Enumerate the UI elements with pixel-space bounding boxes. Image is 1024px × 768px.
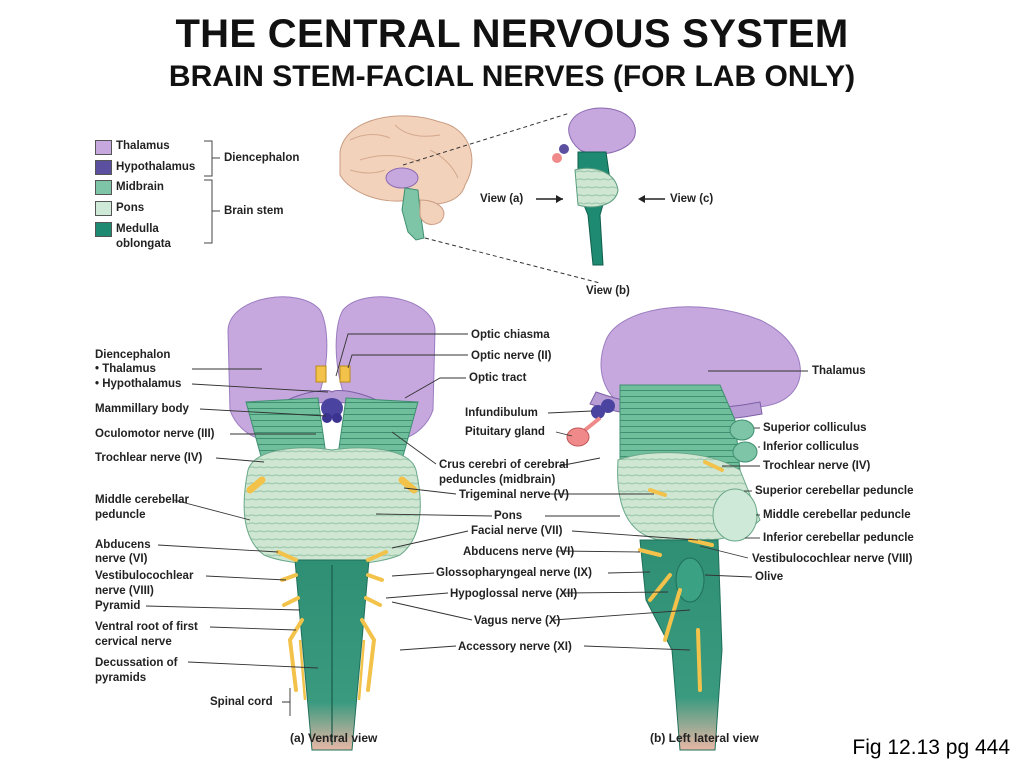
label-superior-colliculus: Superior colliculus: [763, 422, 867, 434]
small-brainstem-illustration: [552, 107, 636, 266]
brain-inset-illustration: [339, 115, 473, 241]
view-c-label: View (c): [670, 193, 714, 205]
legend-label-midbrain: Midbrain: [116, 181, 164, 193]
label-pons: Pons: [494, 510, 523, 522]
label-decussation-2: pyramids: [95, 672, 147, 684]
label-optic-chiasma: Optic chiasma: [471, 329, 550, 341]
label-infundibulum: Infundibulum: [465, 407, 538, 419]
label-vestibulocochlear-lateral: Vestibulocochlear nerve (VIII): [752, 553, 913, 565]
label-trochlear-nerve-lateral: Trochlear nerve (IV): [763, 460, 871, 472]
view-b-label: View (b): [586, 285, 630, 297]
lateral-view-illustration: [566, 306, 801, 751]
legend-group-diencephalon: Diencephalon: [224, 152, 300, 164]
legend-label-hypothalamus: Hypothalamus: [116, 161, 196, 173]
view-a-label: View (a): [480, 193, 524, 205]
label-crus-cerebri: Crus cerebri of cerebral: [439, 459, 569, 471]
legend-label-medulla: Medulla: [116, 223, 159, 235]
legend-label-thalamus: Thalamus: [116, 140, 170, 152]
label-oculomotor-nerve: Oculomotor nerve (III): [95, 428, 215, 440]
label-inferior-cerebellar-peduncle: Inferior cerebellar peduncle: [763, 532, 914, 544]
label-pituitary-gland: Pituitary gland: [465, 426, 545, 438]
label-olive: Olive: [755, 571, 784, 583]
label-middle-cerebellar-2: peduncle: [95, 509, 146, 521]
label-glossopharyngeal: Glossopharyngeal nerve (IX): [436, 567, 592, 579]
label-decussation: Decussation of: [95, 657, 178, 669]
label-spinal-cord: Spinal cord: [210, 696, 273, 708]
label-vagus: Vagus nerve (X): [474, 615, 561, 627]
legend-swatch-thalamus: [95, 140, 112, 155]
caption-ventral-view: (a) Ventral view: [290, 731, 378, 745]
figure-reference: Fig 12.13 pg 444: [852, 736, 1010, 759]
label-mammillary-body: Mammillary body: [95, 403, 189, 415]
label-thalamus-ventral: • Thalamus: [95, 363, 156, 375]
label-trigeminal-nerve: Trigeminal nerve (V): [459, 489, 569, 501]
inset-dash-top: [402, 112, 571, 166]
ventral-leader-lines: [145, 368, 329, 716]
label-accessory: Accessory nerve (XI): [458, 641, 572, 653]
label-inferior-colliculus: Inferior colliculus: [763, 441, 859, 453]
slide-subtitle: BRAIN STEM-FACIAL NERVES (FOR LAB ONLY): [168, 60, 856, 93]
label-ventral-root-2: cervical nerve: [95, 636, 172, 648]
legend-group-brainstem: Brain stem: [224, 205, 284, 217]
legend-swatch-pons: [95, 201, 112, 216]
label-crus-cerebri-2: peduncles (midbrain): [439, 474, 556, 486]
legend-swatch-hypothalamus: [95, 160, 112, 175]
legend-label-medulla-2: oblongata: [116, 238, 171, 250]
slide-title: THE CENTRAL NERVOUS SYSTEM: [175, 12, 849, 56]
label-middle-cerebellar-peduncle: Middle cerebellar peduncle: [763, 509, 911, 521]
legend-swatch-medulla: [95, 222, 112, 237]
label-hypothalamus: • Hypothalamus: [95, 378, 182, 390]
label-vestibulocochlear-ventral: Vestibulocochlear: [95, 570, 194, 582]
label-middle-cerebellar: Middle cerebellar: [95, 494, 189, 506]
label-vestibulocochlear-ventral-2: nerve (VIII): [95, 585, 154, 597]
label-optic-nerve: Optic nerve (II): [471, 350, 552, 362]
brainstem-bracket: [204, 179, 220, 244]
lateral-leader-lines: [699, 370, 808, 578]
label-thalamus-lateral: Thalamus: [812, 365, 866, 377]
legend-label-pons: Pons: [116, 202, 145, 214]
label-abducens-nerve: Abducens nerve (VI): [463, 546, 575, 558]
caption-lateral-view: (b) Left lateral view: [650, 731, 759, 745]
label-facial-nerve: Facial nerve (VII): [471, 525, 563, 537]
label-pyramid: Pyramid: [95, 600, 141, 612]
ventral-view-illustration: [227, 296, 436, 751]
label-hypoglossal: Hypoglossal nerve (XII): [450, 588, 578, 600]
label-optic-tract: Optic tract: [469, 372, 527, 384]
label-abducens-ventral-2: nerve (VI): [95, 553, 148, 565]
label-superior-cerebellar-peduncle: Superior cerebellar peduncle: [755, 485, 914, 497]
label-trochlear-nerve-ventral: Trochlear nerve (IV): [95, 452, 203, 464]
label-abducens-ventral: Abducens: [95, 539, 151, 551]
label-ventral-root: Ventral root of first: [95, 621, 198, 633]
inset-dash-bottom: [424, 237, 601, 284]
center-leader-lines: [335, 333, 699, 651]
diencephalon-bracket: [204, 140, 220, 177]
label-diencephalon: Diencephalon: [95, 349, 171, 361]
legend-swatch-midbrain: [95, 180, 112, 195]
